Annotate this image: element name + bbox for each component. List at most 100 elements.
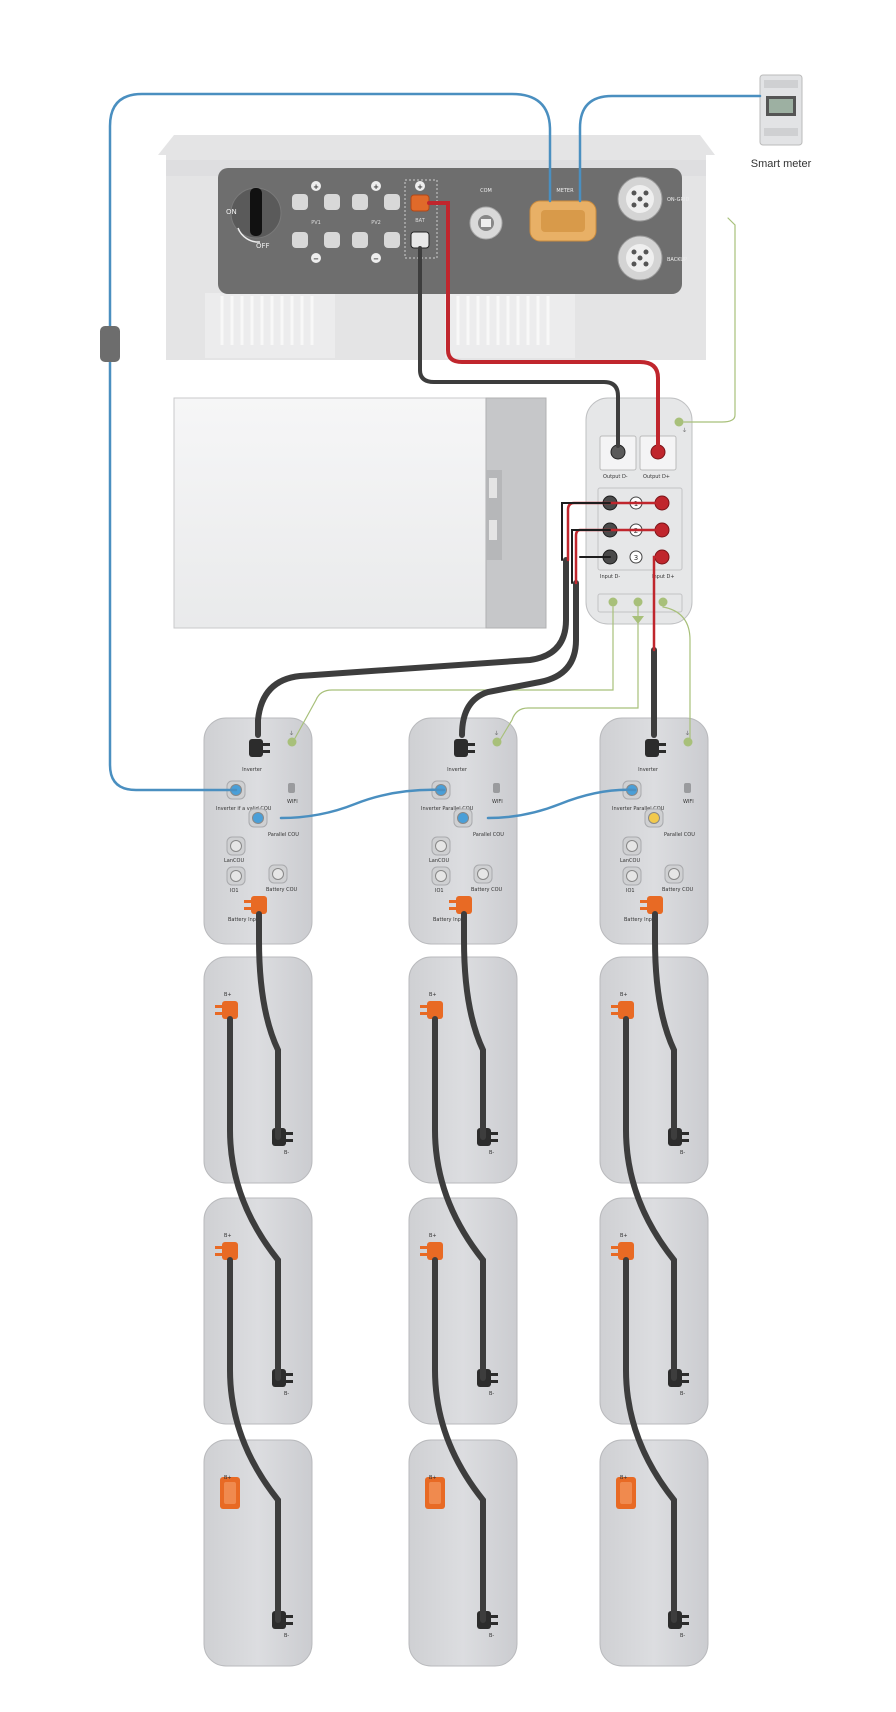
bms-inverter-dc-port[interactable] — [454, 739, 468, 757]
on-grid-port[interactable]: ON-GRID — [617, 176, 689, 222]
output-pos-label: Output D+ — [643, 474, 670, 480]
bms-parallel-label: Parallel COU — [268, 832, 299, 838]
comm-cable-bms1-to-bms2 — [279, 788, 446, 820]
pv2-plus-icon — [371, 181, 381, 191]
com-port[interactable]: COM — [469, 188, 503, 240]
dc-switch[interactable]: ON OFF — [226, 187, 282, 250]
battery-positive-connector-pin — [420, 1246, 428, 1249]
battery-negative-connector-pin — [681, 1622, 689, 1625]
bms-inverter-dc-port[interactable] — [249, 739, 263, 757]
earth-icon: ⏚ — [289, 730, 294, 737]
bms-inverter-comm-label: Inverter Parallel COU — [612, 806, 665, 812]
pv2-connectors: + PV2 − — [352, 181, 400, 263]
battery-pos-label: B+ — [224, 1475, 232, 1481]
comm-cable-inverter-to-meter — [578, 94, 762, 203]
input-neg-label: Input D- — [600, 574, 620, 580]
bms-lan-port-socket — [626, 840, 638, 852]
batt-plus-symbol: + — [417, 183, 423, 191]
bms-inverter-dc-port[interactable] — [645, 739, 659, 757]
ground-terminal[interactable] — [608, 597, 618, 607]
combiner-body — [585, 397, 693, 625]
battery-positive-connector[interactable] — [222, 1242, 238, 1260]
smart-meter[interactable]: Smart meter — [751, 74, 812, 170]
pv2-connector[interactable] — [352, 232, 368, 248]
pv1-connector[interactable] — [324, 232, 340, 248]
bms-inverter-dc-port-pin — [262, 750, 270, 753]
pv2-connector[interactable] — [384, 232, 400, 248]
ground-terminal[interactable] — [658, 597, 668, 607]
bms-parallel-label: Parallel COU — [664, 832, 695, 838]
battery-positive-connector-pin — [611, 1012, 619, 1015]
bms-battery-input-connector[interactable] — [456, 896, 472, 914]
pv1-connectors: + PV1 − — [292, 181, 340, 263]
bms-io-label: IO1 — [435, 888, 444, 894]
battery-negative-connector-pin — [681, 1132, 689, 1135]
bms-battery-input-connector-pin — [449, 900, 457, 903]
ground-wire — [499, 606, 639, 741]
bms-parallel-port-socket — [457, 812, 469, 824]
smart-meter-screen — [769, 99, 793, 113]
batt-positive-terminal[interactable] — [410, 194, 430, 212]
bms-inverter-dc-port-pin — [467, 743, 475, 746]
bms-battery-comm-port-socket — [668, 868, 680, 880]
battery-pos-label: B+ — [429, 992, 437, 998]
battery-positive-connector[interactable] — [222, 1001, 238, 1019]
pv1-minus-icon — [311, 253, 321, 263]
pv2-connector[interactable] — [352, 194, 368, 210]
battery-pos-label: B+ — [429, 1475, 437, 1481]
output-neg-label: Output D- — [603, 474, 628, 480]
battery-negative-connector-pin — [681, 1380, 689, 1383]
battery-positive-connector-pin — [420, 1005, 428, 1008]
battery-negative-connector-pin — [681, 1139, 689, 1142]
battery-positive-connector[interactable] — [618, 1242, 634, 1260]
bms-inverter-dc-port-pin — [658, 750, 666, 753]
series-cables — [227, 911, 281, 1623]
battery-negative-connector-pin — [490, 1615, 498, 1618]
combiner-box: Output D- Output D+ 1 2 3 Input D- Input… — [585, 397, 693, 625]
battery-module-body — [203, 956, 313, 1184]
battery-positive-connector[interactable] — [427, 1001, 443, 1019]
backup-port[interactable]: BACKUP — [617, 235, 687, 281]
series-cable — [652, 911, 677, 1140]
series-cable — [256, 911, 281, 1140]
heatsink-fins — [220, 296, 550, 345]
batt-negative-terminal[interactable] — [410, 231, 430, 249]
ground-terminal[interactable] — [633, 597, 643, 607]
bms-battery-input-connector-pin — [244, 900, 252, 903]
battery-negative-connector-pin — [490, 1622, 498, 1625]
battery-module-body — [599, 956, 709, 1184]
ground-terminal-frame — [597, 593, 683, 613]
battery-cabinet — [173, 397, 547, 629]
pv1-connector[interactable] — [292, 194, 308, 210]
bms-battery-comm-label: Battery COU — [662, 887, 694, 893]
bms-wifi-label: WIFI — [683, 799, 694, 805]
battery-negative-connector-pin — [285, 1373, 293, 1376]
battery-positive-connector[interactable] — [427, 1242, 443, 1260]
bms-inverter-label: Inverter — [242, 767, 263, 773]
batt-label: BAT — [415, 218, 425, 224]
cabinet-port — [489, 520, 497, 540]
bms-ground-terminal[interactable] — [492, 737, 502, 747]
bms-unit-3: Inverter⏚Inverter Parallel COUWIFIParall… — [599, 717, 709, 945]
pv1-connector[interactable] — [324, 194, 340, 210]
pv1-connector[interactable] — [292, 232, 308, 248]
smart-meter-top-terminals — [764, 80, 798, 88]
series-cable — [432, 1257, 486, 1623]
bms-battery-input-connector[interactable] — [251, 896, 267, 914]
bms-inverter-label: Inverter — [638, 767, 659, 773]
bms-ground-terminal[interactable] — [683, 737, 693, 747]
bms-battery-comm-port-socket — [477, 868, 489, 880]
bms-battery-input-connector[interactable] — [647, 896, 663, 914]
series-cable — [227, 1016, 281, 1381]
pv1-plus-icon — [311, 181, 321, 191]
pv1-minus-symbol: − — [313, 255, 319, 263]
meter-port[interactable]: METER — [529, 188, 597, 242]
input-pos-label: Input D+ — [652, 574, 675, 580]
series-cable — [623, 1257, 677, 1623]
wifi-icon — [684, 783, 691, 793]
bms-battery-input-label: Battery Input — [624, 917, 657, 923]
combiner-earth-terminal[interactable] — [674, 417, 684, 427]
pv2-label: PV2 — [371, 220, 381, 226]
pv2-connector[interactable] — [384, 194, 400, 210]
battery-positive-connector[interactable] — [618, 1001, 634, 1019]
